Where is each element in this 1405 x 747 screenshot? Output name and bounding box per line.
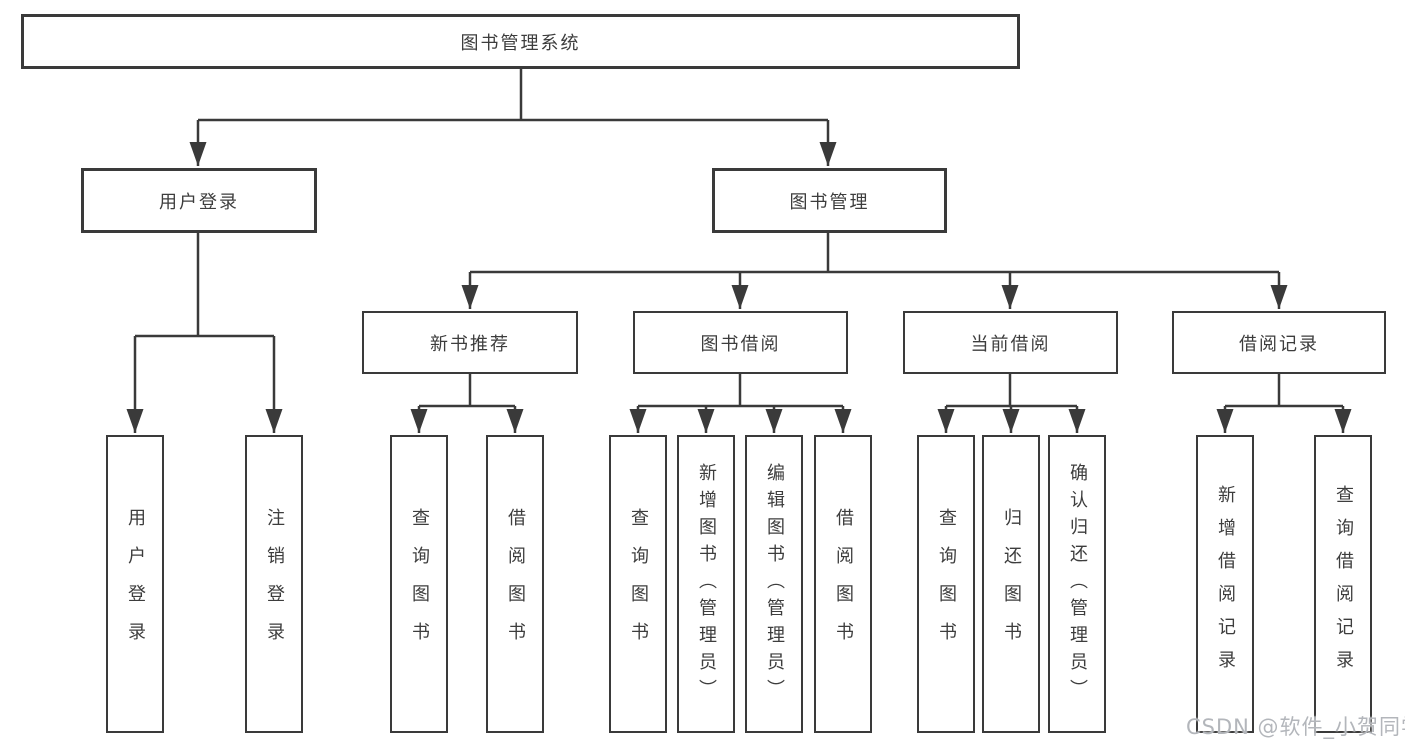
leaf-label: 查询图书 [628, 508, 649, 660]
leaf-label: 注销登录 [264, 508, 285, 660]
leaf-label: 编辑图书（管理员） [764, 462, 785, 706]
connector-book-borrow-to-leaves [629, 374, 852, 433]
csdn-watermark: CSDN @软件_小贺同学 [1186, 715, 1405, 739]
connector-root-to-level2 [189, 69, 837, 166]
leaf-borrow-books: 借阅图书 [814, 435, 872, 733]
connector-user-login-to-leaves [126, 233, 283, 433]
leaf-label: 借阅图书 [505, 508, 526, 660]
node-book-borrow: 图书借阅 [633, 311, 848, 374]
node-label: 图书管理 [789, 191, 870, 213]
node-borrow-record: 借阅记录 [1172, 311, 1386, 374]
leaf-label: 查询图书 [409, 508, 430, 660]
leaf-query-books: 查询图书 [390, 435, 448, 733]
node-label: 新书推荐 [430, 333, 510, 355]
connector-current-borrow-to-leaves [937, 374, 1086, 433]
node-current-borrow: 当前借阅 [903, 311, 1118, 374]
node-new-book-recommend: 新书推荐 [362, 311, 578, 374]
node-library-system: 图书管理系统 [21, 14, 1020, 69]
leaf-user-login: 用户登录 [106, 435, 164, 733]
leaf-borrow-books: 借阅图书 [486, 435, 544, 733]
node-user-login: 用户登录 [81, 168, 317, 233]
leaf-query-borrow-record: 查询借阅记录 [1314, 435, 1372, 733]
leaf-add-borrow-record: 新增借阅记录 [1196, 435, 1254, 733]
node-book-management: 图书管理 [712, 168, 947, 233]
connector-new-book-to-leaves [410, 374, 524, 433]
leaf-query-books: 查询图书 [609, 435, 667, 733]
node-label: 当前借阅 [970, 333, 1051, 355]
leaf-label: 借阅图书 [833, 508, 854, 660]
leaf-label: 新增借阅记录 [1215, 485, 1236, 683]
leaf-label: 用户登录 [125, 508, 146, 660]
leaf-add-books-admin: 新增图书（管理员） [677, 435, 735, 733]
leaf-logout: 注销登录 [245, 435, 303, 733]
leaf-label: 查询图书 [936, 508, 957, 660]
connector-borrow-record-to-leaves [1216, 374, 1352, 433]
leaf-label: 确认归还（管理员） [1067, 462, 1088, 706]
leaf-confirm-return-admin: 确认归还（管理员） [1048, 435, 1106, 733]
leaf-label: 查询借阅记录 [1333, 485, 1354, 683]
leaf-query-books: 查询图书 [917, 435, 975, 733]
node-label: 图书管理系统 [460, 32, 581, 54]
node-label: 借阅记录 [1239, 333, 1319, 355]
leaf-label: 归还图书 [1001, 508, 1022, 660]
node-label: 图书借阅 [700, 333, 781, 355]
leaf-return-books: 归还图书 [982, 435, 1040, 733]
leaf-edit-books-admin: 编辑图书（管理员） [745, 435, 803, 733]
node-label: 用户登录 [159, 191, 239, 213]
connector-book-mgmt-to-level3 [461, 233, 1288, 309]
leaf-label: 新增图书（管理员） [696, 462, 717, 706]
